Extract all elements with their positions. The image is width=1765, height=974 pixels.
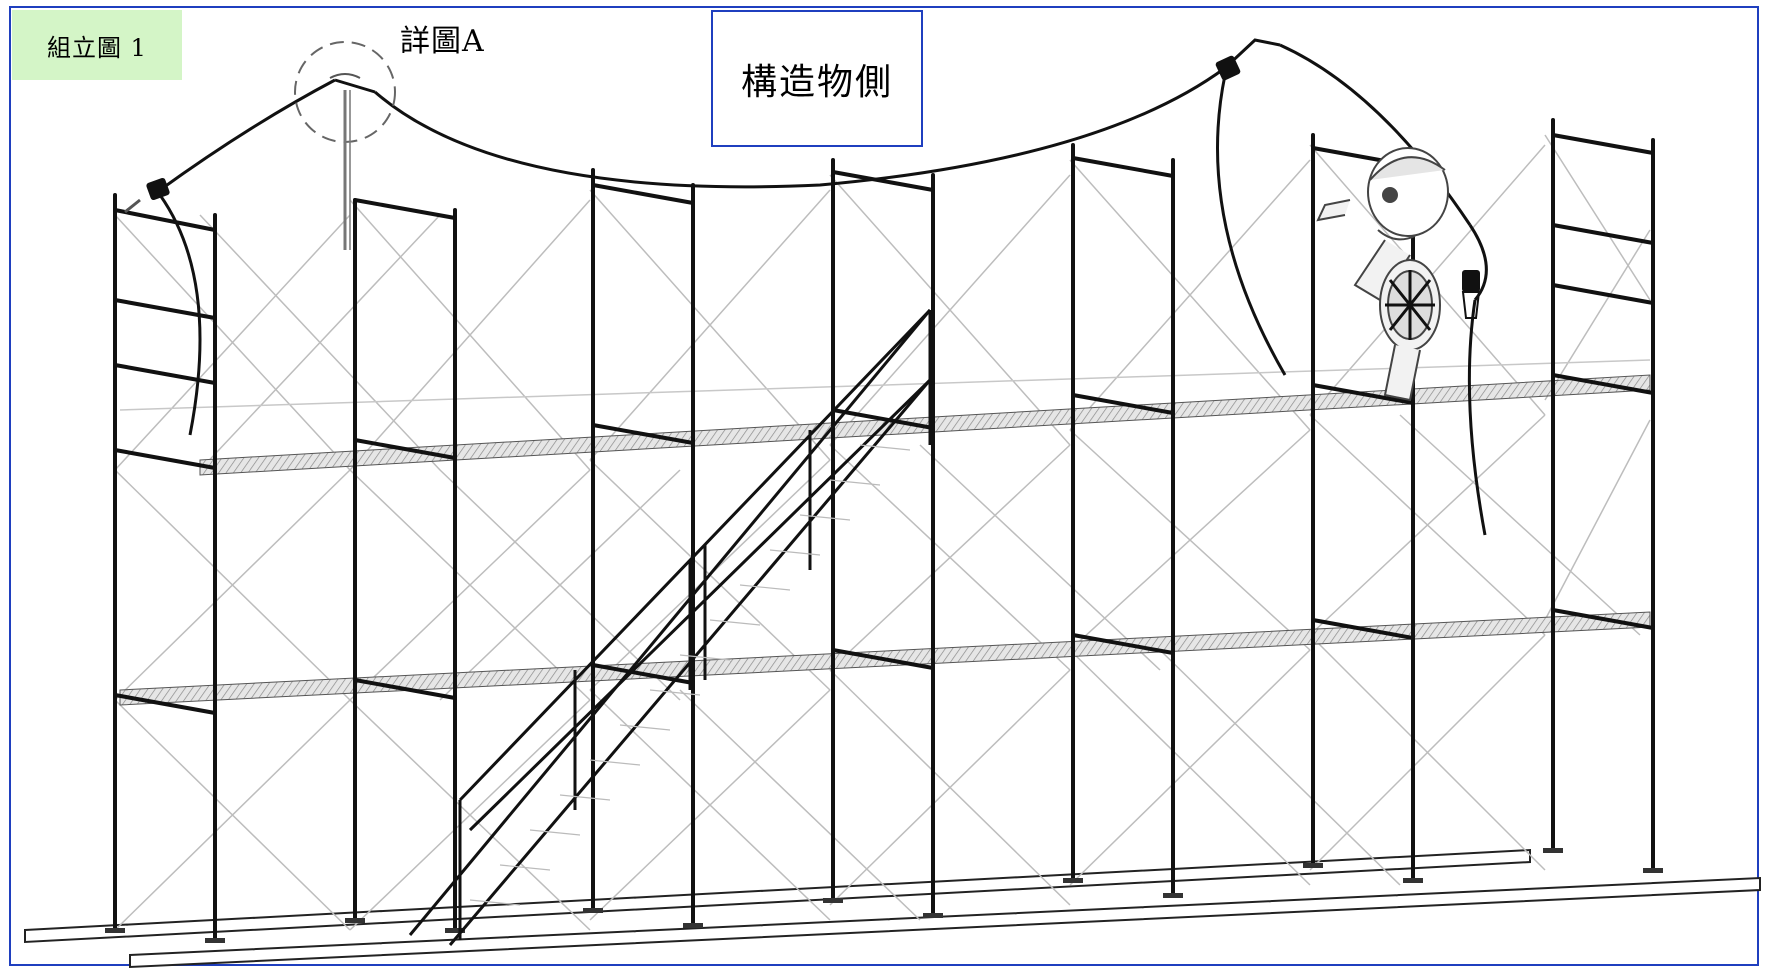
figure-frame	[9, 6, 1759, 966]
detail-a-label: 詳圖A	[400, 24, 485, 59]
stair-treads	[469, 444, 911, 906]
stair-ladder	[408, 308, 932, 946]
base-plates	[105, 848, 1663, 943]
ground-sill-beam	[24, 848, 1761, 969]
structure-side-label: 構造物側	[711, 10, 923, 147]
retractable-lifeline-icon	[124, 55, 1481, 319]
worker-figure-icon	[1316, 147, 1449, 402]
detail-circle-icon	[294, 41, 396, 250]
figure-label: 組立圖 1	[12, 10, 182, 80]
lifeline-cable	[158, 38, 1488, 536]
cross-bracing	[114, 134, 1651, 931]
